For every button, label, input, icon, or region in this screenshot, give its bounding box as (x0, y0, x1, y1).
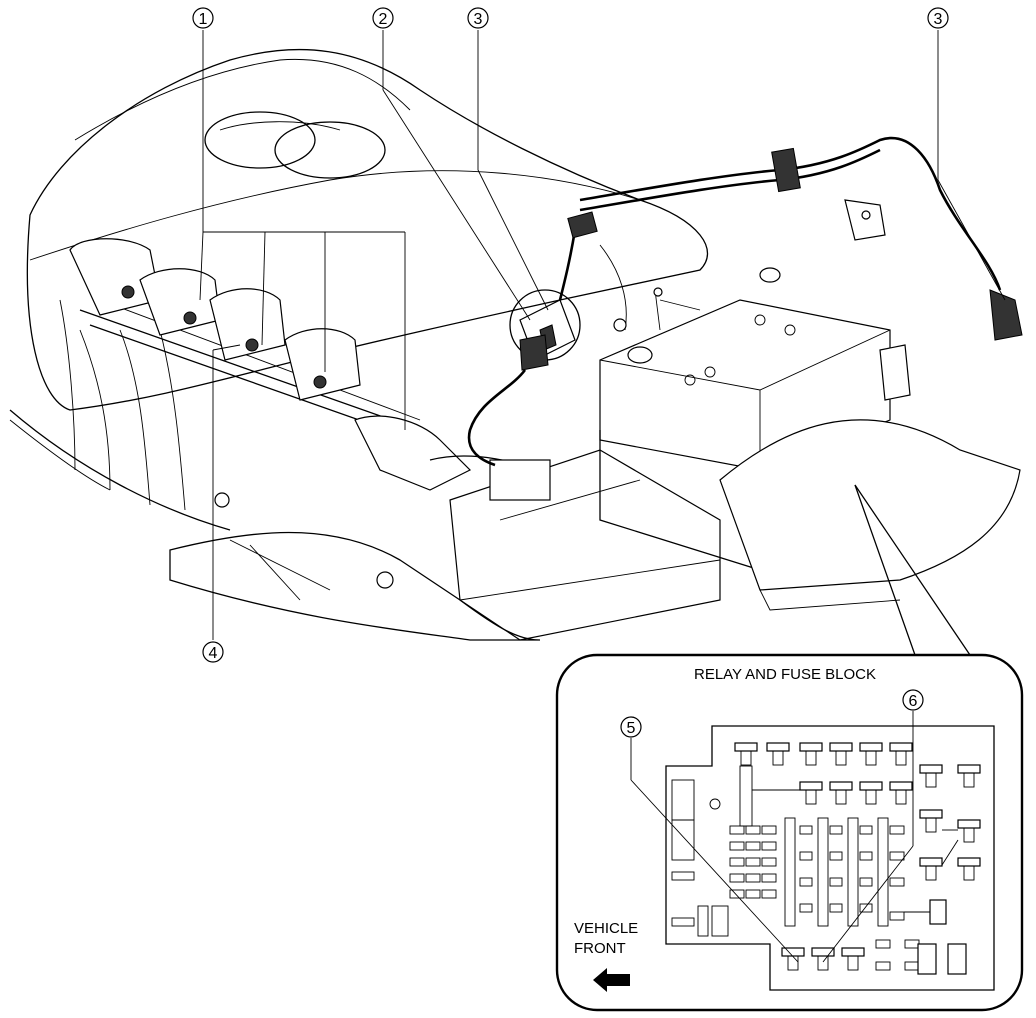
callout-3-left: 3 (467, 7, 489, 29)
callout-1: 1 (192, 7, 214, 29)
relay-fuse-block-inset: RELAY AND FUSE BLOCK (555, 653, 1024, 1012)
callout-3-right-circle (927, 7, 949, 29)
ignition-coils (69, 238, 361, 401)
callout-6-number: 6 (909, 693, 918, 710)
callout-4: 4 (202, 641, 224, 663)
callout-4-number: 4 (209, 645, 218, 662)
callout-6: 6 (902, 689, 924, 711)
fuse-grid (671, 742, 981, 975)
callout-3-right: 3 (927, 7, 949, 29)
callout-1-circle (192, 7, 214, 29)
callout-3-left-circle (467, 7, 489, 29)
fuse-block-hole (709, 798, 721, 810)
callout-1-number: 1 (199, 11, 208, 28)
inset-title: RELAY AND FUSE BLOCK (694, 666, 876, 683)
fuse-block-tab-lower (671, 819, 695, 861)
callout-2: 2 (372, 7, 394, 29)
callout-6-circle (902, 689, 924, 711)
callout-3-left-number: 3 (474, 11, 483, 28)
callout-5-number: 5 (627, 720, 636, 737)
callout-2-number: 2 (379, 11, 388, 28)
callout-3-right-number: 3 (934, 11, 943, 28)
callout-2-circle (372, 7, 394, 29)
callout-5-circle (620, 716, 642, 738)
callout-5-leader-b (630, 779, 799, 963)
leader-lines (199, 30, 1006, 656)
callout-5: 5 (620, 716, 642, 738)
arrow-left-icon (593, 968, 630, 992)
callout-6-leader-b (822, 845, 914, 963)
fuse-block-outline (665, 725, 995, 991)
engine-compartment-illustration (9, 48, 1023, 641)
vehicle-front-label-line2: FRONT (574, 940, 626, 957)
vehicle-front-label-line1: VEHICLE (574, 920, 638, 937)
callout-4-circle (202, 641, 224, 663)
